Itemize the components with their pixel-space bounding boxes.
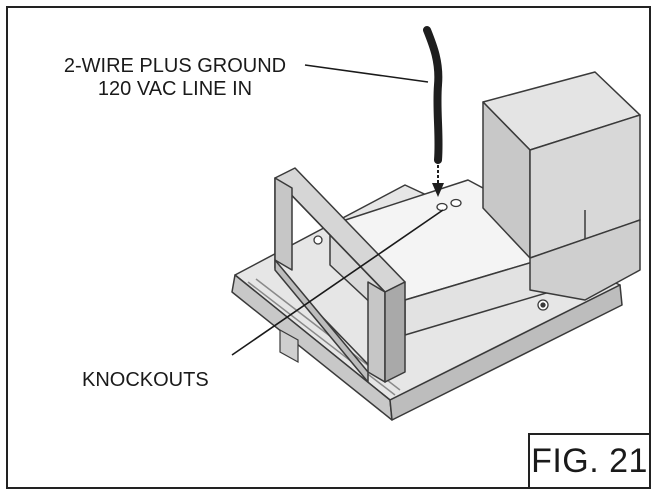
line-in-label-line2: 120 VAC LINE IN xyxy=(98,78,252,100)
transformer-block xyxy=(482,71,641,301)
line-in-leader xyxy=(304,64,429,83)
figure-label-box: FIG. 21 xyxy=(528,433,649,487)
cable-arrow-head xyxy=(432,183,444,197)
knockout-hole-2 xyxy=(450,198,462,208)
handle-frame xyxy=(274,167,406,383)
power-cable xyxy=(423,26,444,197)
leader-lines xyxy=(231,64,444,356)
figure-label: FIG. 21 xyxy=(531,441,648,480)
knockouts-label: KNOCKOUTS xyxy=(82,369,209,391)
mount-screw-1 xyxy=(313,235,323,245)
knockout-holes xyxy=(436,198,462,212)
knockout-hole-1 xyxy=(436,202,448,212)
line-in-label-line1: 2-WIRE PLUS GROUND xyxy=(64,55,286,77)
mount-screws xyxy=(313,235,549,311)
knockouts-leader xyxy=(231,209,444,356)
mount-tab xyxy=(279,328,299,364)
